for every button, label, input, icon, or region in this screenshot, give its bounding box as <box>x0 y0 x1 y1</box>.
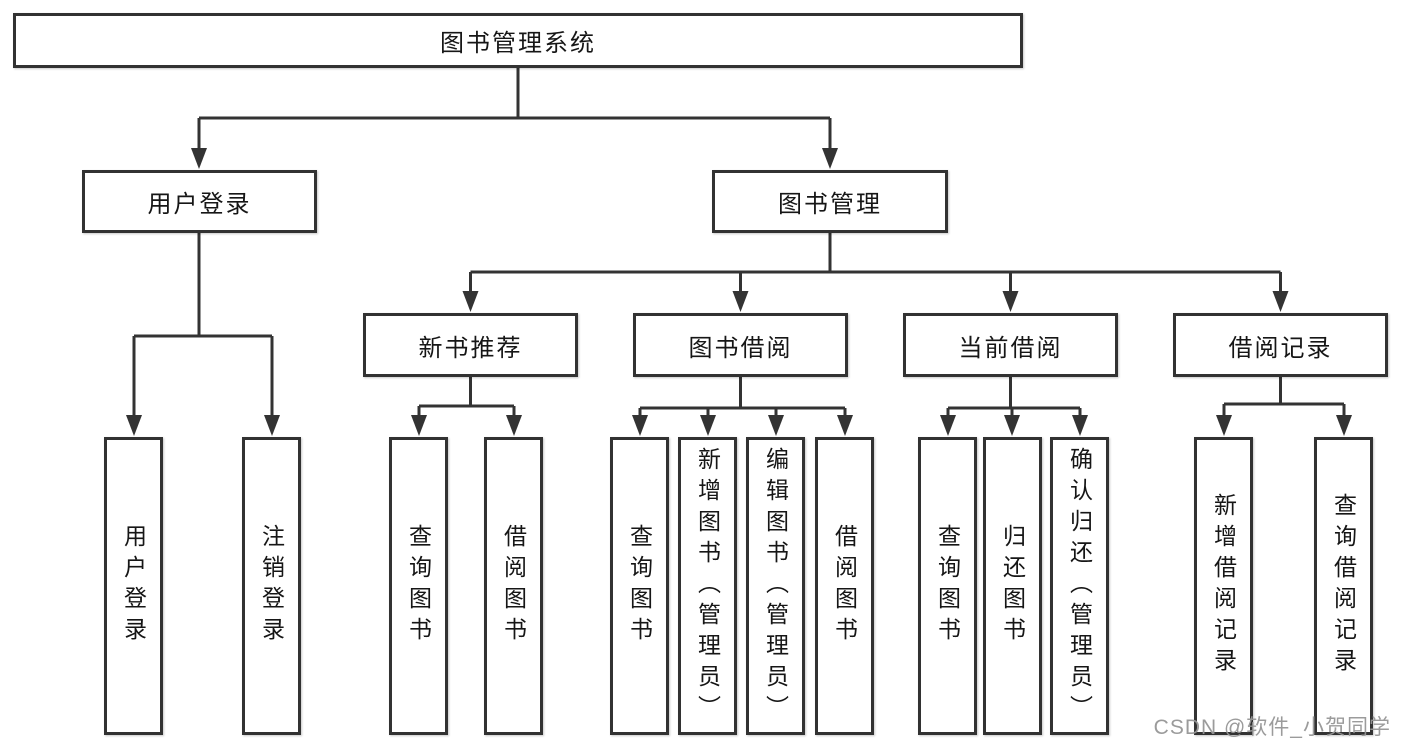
node-root-system: 图书管理系统 <box>13 13 1023 68</box>
node-current-borrow: 当前借阅 <box>903 313 1118 377</box>
arrow-down-icon <box>1072 415 1088 436</box>
connector-strokes <box>132 68 1346 417</box>
node-book-borrow: 图书借阅 <box>633 313 848 377</box>
arrow-down-icon <box>411 415 427 436</box>
arrow-down-icon <box>1002 291 1019 312</box>
leaf-edit-books-admin: 编辑图书（管理员） <box>746 437 805 735</box>
node-borrow-records: 借阅记录 <box>1173 313 1388 377</box>
arrow-down-icon <box>1272 291 1289 312</box>
arrow-down-icon <box>191 148 207 169</box>
leaf-query-books-borrow: 查询图书 <box>610 437 669 735</box>
node-new-book-recommend: 新书推荐 <box>363 313 578 377</box>
edge-root-to-level2 <box>197 68 832 150</box>
edge-records-to-leaves <box>1222 377 1346 417</box>
leaf-query-borrow-record: 查询借阅记录 <box>1314 437 1373 735</box>
leaf-query-books-current: 查询图书 <box>918 437 977 735</box>
leaf-user-login: 用户登录 <box>104 437 163 735</box>
edge-userlogin-to-leaves <box>132 233 274 417</box>
arrow-down-icon <box>1216 415 1232 436</box>
arrow-down-icon <box>1004 415 1020 436</box>
edge-newbook-to-leaves <box>417 377 516 417</box>
arrow-down-icon <box>632 415 648 436</box>
arrow-down-icon <box>837 415 853 436</box>
edge-bookmgmt-to-level3 <box>469 233 1282 293</box>
leaf-return-books: 归还图书 <box>983 437 1042 735</box>
watermark-text: CSDN @软件_小贺同学 <box>1153 716 1391 739</box>
leaf-borrow-books-recommend: 借阅图书 <box>484 437 543 735</box>
arrow-down-icon <box>940 415 956 436</box>
arrow-down-icon <box>462 291 479 312</box>
arrow-down-icon <box>506 415 522 436</box>
leaf-add-borrow-record: 新增借阅记录 <box>1194 437 1253 735</box>
arrow-down-icon <box>822 148 838 169</box>
arrow-down-icon <box>768 415 784 436</box>
arrow-down-icon <box>732 291 749 312</box>
arrow-down-icon <box>1336 415 1352 436</box>
leaf-borrow-books: 借阅图书 <box>815 437 874 735</box>
edge-current-to-leaves <box>946 377 1082 417</box>
arrow-down-icon <box>264 415 280 436</box>
arrow-down-icon <box>700 415 716 436</box>
leaf-logout: 注销登录 <box>242 437 301 735</box>
node-book-management: 图书管理 <box>712 170 948 233</box>
node-user-login: 用户登录 <box>82 170 317 233</box>
leaf-add-books-admin: 新增图书（管理员） <box>678 437 737 735</box>
leaf-confirm-return-admin: 确认归还（管理员） <box>1050 437 1109 735</box>
arrowheads <box>126 148 1352 436</box>
leaf-query-books-recommend: 查询图书 <box>389 437 448 735</box>
edge-borrow-to-leaves <box>638 377 847 417</box>
arrow-down-icon <box>126 415 142 436</box>
